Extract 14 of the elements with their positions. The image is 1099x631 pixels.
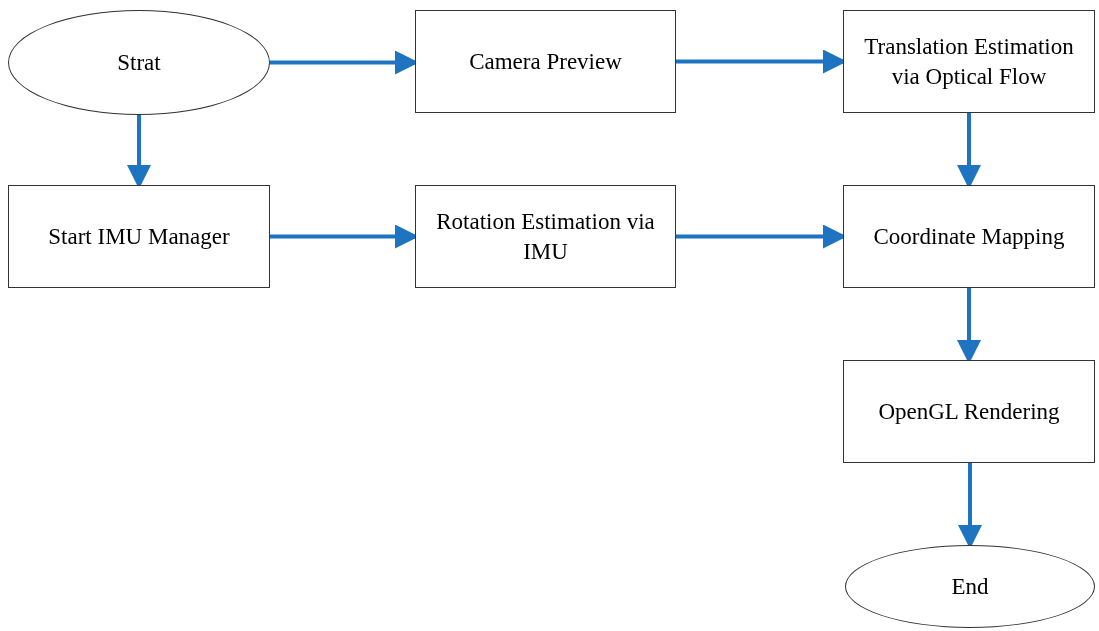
node-label: Camera Preview (469, 47, 622, 76)
node-label: OpenGL Rendering (878, 397, 1060, 426)
node-label: Translation Estimation via Optical Flow (863, 32, 1075, 91)
process-box (843, 10, 1095, 113)
process-box (415, 185, 676, 288)
node-label: Rotation Estimation via IMU (435, 207, 656, 266)
process-box (415, 10, 676, 113)
process-box (843, 185, 1095, 288)
node-label: End (951, 572, 989, 601)
process-box (843, 360, 1095, 463)
process-box (8, 185, 270, 288)
node-label: Coordinate Mapping (873, 222, 1065, 251)
node-label: Strat (117, 48, 161, 77)
node-label: Start IMU Manager (48, 222, 230, 251)
